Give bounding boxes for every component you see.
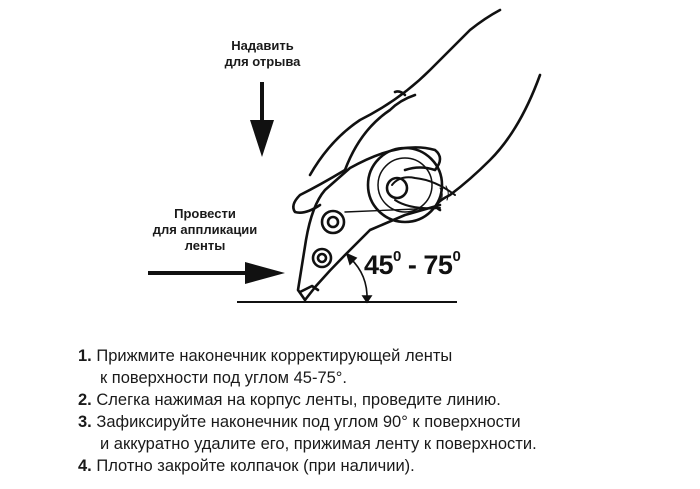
press-label-line: Надавить: [231, 38, 294, 53]
instruction-step-continued: и аккуратно удалите его, прижимая ленту …: [78, 433, 537, 455]
swipe-to-apply-label: Провести для аппликации ленты: [130, 206, 280, 254]
instruction-step: 4. Плотно закройте колпачок (при наличии…: [78, 455, 537, 477]
step-number: 4.: [78, 457, 92, 475]
press-to-tear-label: Надавить для отрыва: [200, 38, 325, 70]
step-text: Прижмите наконечник корректирующей ленты: [96, 347, 453, 365]
step-text: Слегка нажимая на корпус ленты, проведит…: [96, 391, 501, 409]
step-text: Зафиксируйте наконечник под углом 90° к …: [96, 413, 521, 431]
hand-with-correction-tape-icon: [292, 8, 542, 302]
step-number: 3.: [78, 413, 92, 431]
instruction-step-continued: к поверхности под углом 45-75°.: [78, 367, 537, 389]
instruction-step: 3. Зафиксируйте наконечник под углом 90°…: [78, 411, 537, 433]
swipe-label-line: Провести: [174, 206, 236, 221]
step-text: и аккуратно удалите его, прижимая ленту …: [100, 435, 537, 453]
right-arrow-icon: [148, 262, 285, 284]
swipe-label-line: ленты: [184, 238, 226, 253]
angle-range-label: 450 - 750: [364, 248, 461, 281]
degree-mark: 0: [452, 248, 461, 265]
step-number: 2.: [78, 391, 92, 409]
angle-to: 75: [423, 250, 453, 280]
angle-arc-icon: [345, 252, 373, 304]
step-text: Плотно закройте колпачок (при наличии).: [96, 457, 415, 475]
press-label-line: для отрыва: [224, 54, 301, 69]
degree-mark: 0: [393, 248, 401, 265]
down-arrow-icon: [250, 82, 274, 157]
angle-from: 45: [364, 250, 394, 280]
angle-separator: -: [400, 250, 424, 280]
instruction-list: 1. Прижмите наконечник корректирующей ле…: [78, 345, 537, 477]
step-text: к поверхности под углом 45-75°.: [100, 369, 347, 387]
instruction-step: 2. Слегка нажимая на корпус ленты, прове…: [78, 389, 537, 411]
instruction-step: 1. Прижмите наконечник корректирующей ле…: [78, 345, 537, 367]
step-number: 1.: [78, 347, 92, 365]
swipe-label-line: для аппликации: [152, 222, 258, 237]
